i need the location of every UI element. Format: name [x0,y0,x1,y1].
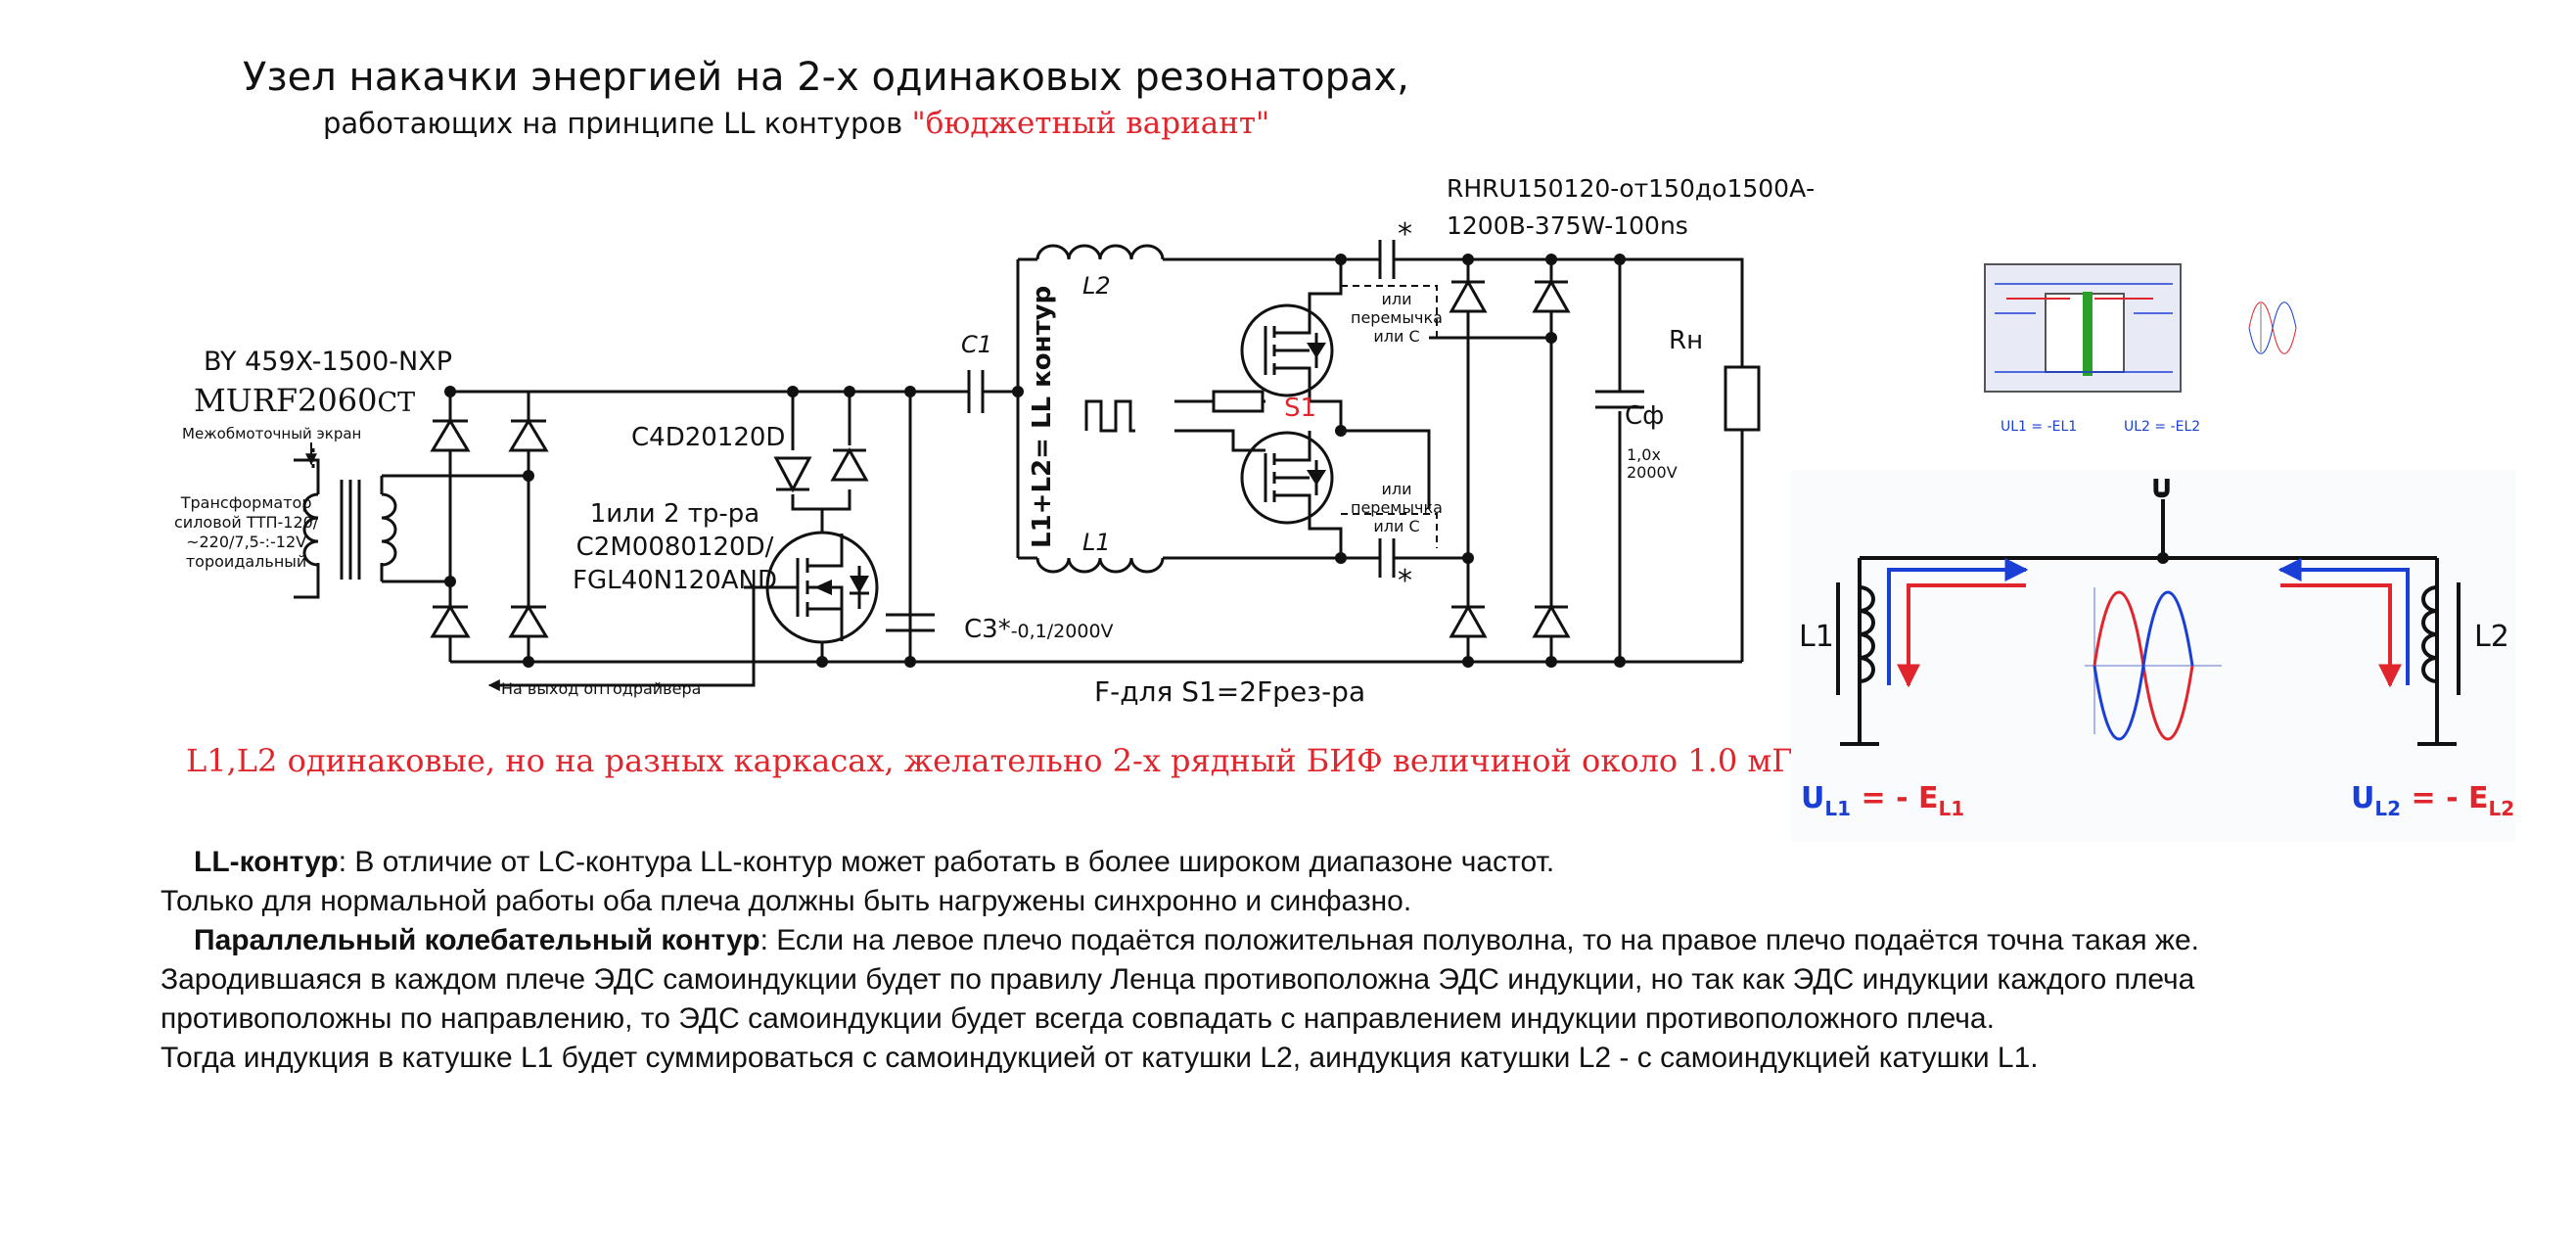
jumper-bottom-label: или перемычка или С [1351,480,1443,535]
transformer-label: Трансформатор силовой ТТП-120/ ~220/7,5-… [174,493,319,571]
bridge-diodes [430,418,549,638]
output-diodes [1449,278,1571,638]
diagram-l1-label: L1 [1799,620,1834,654]
pulse-signal [1084,399,1135,433]
bridge-alt-part-label: MURF2060CT [194,382,416,419]
out-diode-4 [1532,603,1571,638]
bridge-part-label: BY 459X-1500-NXP [204,347,452,377]
cf-label: Сф [1625,401,1665,431]
out-diode-1 [1449,278,1488,313]
coil-note: L1,L2 одинаковые, но на разных каркасах,… [186,742,1826,779]
rhru-label: RHRU150120-от150до1500А- 1200В-375W-100n… [1447,174,1816,240]
capacitor-c1 [910,259,1020,558]
jumper-box-bottom [1341,513,1438,548]
voltage-label: U [2151,475,2172,504]
frequency-label: F-для S1=2Fрез-ра [1094,675,1366,708]
cap-bottom-star: * [1398,564,1412,598]
primary-winding [302,492,319,567]
coil-l2-right [2421,585,2438,683]
diode-c4d [773,446,869,493]
diode-d2 [508,418,549,452]
explanation-p4: Зародившаяся в каждом плече ЭДС самоинду… [161,963,2195,996]
coil-l1-right [1859,585,1875,683]
diode-d4 [508,604,549,638]
ll-contour-label: L1+L2= LL контур [1028,285,1057,548]
secondary-winding [381,492,397,567]
jumper-top-label: или перемычка или С [1351,290,1443,346]
c1-label: C1 [961,331,993,358]
optodriver-label: На выход оптодрайвера [501,679,702,698]
capacitor-c3 [886,392,935,662]
screen-label: Межобмоточный экран [182,425,362,442]
resistor-rn [1724,365,1761,432]
explanation-p2: Только для нормальной работы оба плеча д… [161,885,1412,917]
diode-d3 [430,604,471,638]
core-thumbnail: UL1 = -EL1 UL2 = -EL2 [1984,263,2297,435]
eq-right: UL2 = - EL2 [2351,781,2514,820]
switch-label: 1или 2 тр-ра C2M0080120D/ FGL40N120AND [573,499,778,595]
jumper-box-top [1341,285,1438,338]
coil-l2 [1035,244,1165,260]
diagram-l2-label: L2 [2474,620,2509,654]
page-subtitle: работающих на принципе LL контуров "бюдж… [323,106,1269,141]
explanation-p6: Тогда индукция в катушке L1 будет суммир… [161,1042,2039,1074]
l1-label: L1 [1082,529,1111,556]
eq-left: UL1 = - EL1 [1801,781,1964,820]
c3-label: C3*-0,1/2000V [964,615,1114,644]
explanation-p5: противоположны по направлению, то ЭДС са… [161,1002,1995,1035]
coil-l1 [1035,557,1165,574]
explanation-p3: Параллельный колебательный контур: Если … [194,924,2199,956]
subtitle-main: работающих на принципе LL контуров [323,107,903,140]
subtitle-budget-variant: "бюджетный вариант" [911,106,1270,141]
thumb-left-eq: UL1 = -EL1 [2001,419,2077,435]
capacitor-cf [1595,390,1644,409]
cap-top-star: * [1398,217,1412,252]
rn-label: Rн [1669,326,1704,355]
page-title: Узел накачки энергией на 2-х одинаковых … [243,55,1409,100]
switch-s1-bottom [1240,431,1343,558]
ll-diagram: U L1 L2 UL1 = - EL1 UL2 = - EL2 [1791,470,2515,842]
s1-label: S1 [1284,394,1317,423]
diode-c4d-label: C4D20120D [631,423,786,452]
out-diode-3 [1449,603,1488,638]
diode-d1 [430,418,471,452]
thumb-right-eq: UL2 = -EL2 [2124,419,2200,435]
cf-value-label: 1,0х 2000V [1627,445,1678,482]
switch-s1-top [1240,259,1343,431]
out-diode-2 [1532,278,1571,313]
l2-label: L2 [1082,272,1111,300]
explanation-p1: LL-контур: В отличие от LC-контура LL-ко… [194,846,1555,878]
